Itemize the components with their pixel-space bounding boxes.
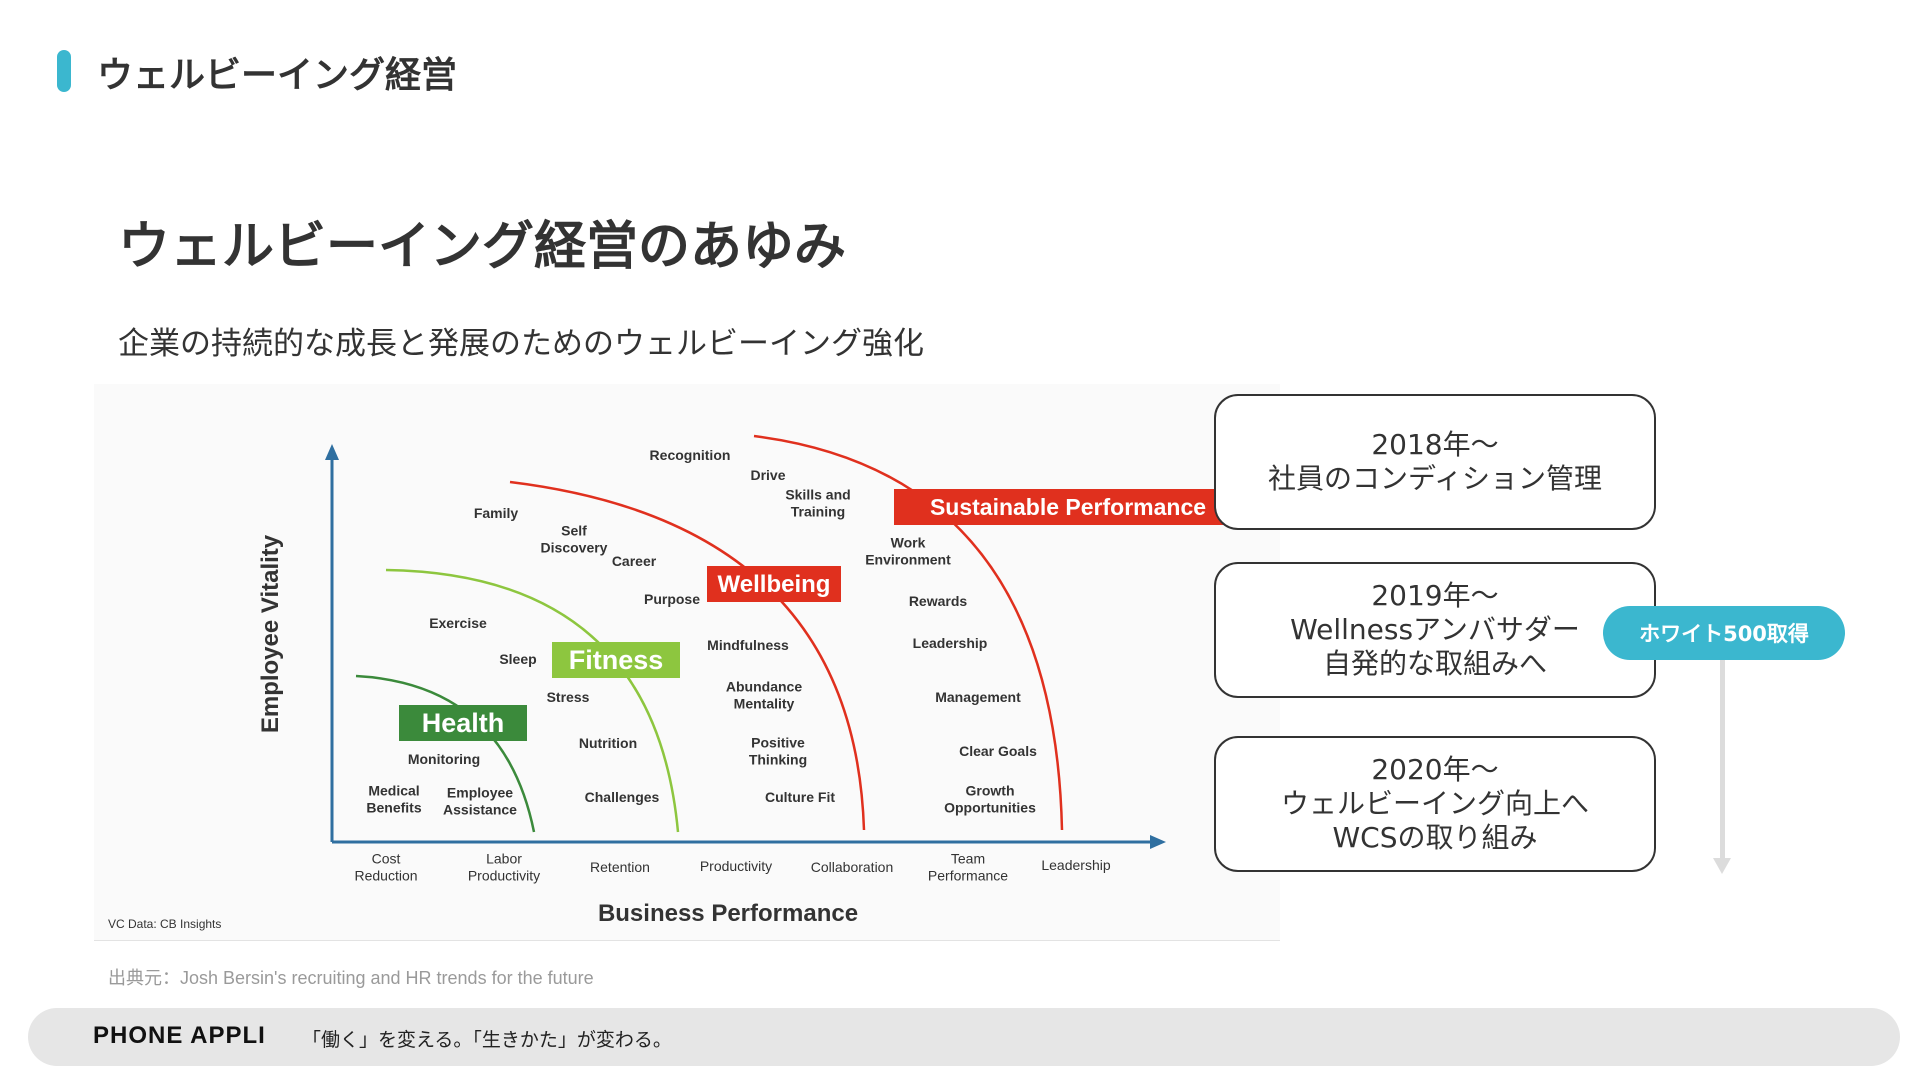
y-axis-label: Employee Vitality xyxy=(257,534,284,733)
milestone-year: 2019年～ xyxy=(1371,579,1499,612)
diagram-term: Recognition xyxy=(650,447,731,463)
stage-wellbeing-label: Wellbeing xyxy=(718,571,831,598)
y-axis-arrowhead xyxy=(325,444,339,460)
diagram-term: Mindfulness xyxy=(707,637,789,653)
wellbeing-diagram: Employee Vitality Business Performance V… xyxy=(108,434,1242,931)
diagram-term: Rewards xyxy=(909,593,968,609)
diagram-term: Management xyxy=(935,689,1021,705)
diagram-term: Monitoring xyxy=(408,751,480,767)
page-subtitle: 企業の持続的な成長と発展のためのウェルビーイング強化 xyxy=(118,326,924,362)
diagram-term: Leadership xyxy=(913,635,988,651)
stage-fitness: Fitness xyxy=(552,642,680,678)
timeline-line xyxy=(1720,660,1725,860)
stage-sustainable-label: Sustainable Performance xyxy=(930,494,1206,520)
page-title: ウェルビーイング経営のあゆみ xyxy=(118,217,847,277)
milestone-year: 2018年～ xyxy=(1371,428,1499,461)
stage-health-label: Health xyxy=(422,708,505,738)
figure-credit: VC Data: CB Insights xyxy=(108,917,221,931)
milestone-text: Wellnessアンバサダー xyxy=(1290,613,1580,646)
x-axis-tick-label: Collaboration xyxy=(811,859,894,875)
x-axis-tick-label: Retention xyxy=(590,859,650,875)
diagram-term: Challenges xyxy=(585,789,660,805)
stage-sustainable-performance: Sustainable Performance xyxy=(894,489,1242,525)
header-title: ウェルビーイング経営 xyxy=(97,55,458,96)
milestone-2018: 2018年～ 社員のコンディション管理 xyxy=(1214,394,1656,530)
diagram-term: Drive xyxy=(750,467,785,483)
footer-tagline: 「働く」を変える。「生きかた」が変わる。 xyxy=(302,1029,672,1051)
milestone-text: ウェルビーイング向上へ xyxy=(1280,787,1589,820)
diagram-term: Clear Goals xyxy=(959,743,1037,759)
diagram-term: Sleep xyxy=(499,651,536,667)
white500-badge: ホワイト500取得 xyxy=(1603,606,1845,660)
x-axis-arrowhead xyxy=(1150,835,1166,849)
diagram-term: Culture Fit xyxy=(765,789,835,805)
stage-fitness-label: Fitness xyxy=(569,645,664,675)
milestone-year: 2020年～ xyxy=(1371,753,1499,786)
footer-bar xyxy=(28,1008,1900,1066)
milestone-text: 自発的な取組みへ xyxy=(1322,647,1547,680)
milestone-text: WCSの取り組み xyxy=(1332,821,1538,854)
milestone-text: 社員のコンディション管理 xyxy=(1267,462,1603,495)
wellbeing-evolution-figure: Employee Vitality Business Performance V… xyxy=(94,384,1280,941)
stage-health: Health xyxy=(399,705,527,741)
x-axis-tick-label: Leadership xyxy=(1041,857,1110,873)
milestone-2020: 2020年～ ウェルビーイング向上へ WCSの取り組み xyxy=(1214,736,1656,872)
header-accent-bar xyxy=(57,50,71,92)
source-citation: 出典元：Josh Bersin's recruiting and HR tren… xyxy=(108,968,594,988)
milestone-2019: 2019年～ Wellnessアンバサダー 自発的な取組みへ xyxy=(1214,562,1656,698)
stage-wellbeing: Wellbeing xyxy=(707,566,841,602)
diagram-term: Purpose xyxy=(644,591,700,607)
x-axis-label: Business Performance xyxy=(598,900,858,927)
x-axis-tick-label: Productivity xyxy=(700,858,772,874)
diagram-term: Family xyxy=(474,505,519,521)
diagram-term: Nutrition xyxy=(579,735,637,751)
footer-brand: PHONE APPLI xyxy=(93,1022,266,1049)
fitness-curve xyxy=(385,568,680,833)
diagram-term: Stress xyxy=(547,689,590,705)
diagram-term: Career xyxy=(612,553,657,569)
sustainable-curve xyxy=(753,434,1064,831)
diagram-term: Exercise xyxy=(429,615,487,631)
timeline-arrowhead xyxy=(1713,858,1731,874)
